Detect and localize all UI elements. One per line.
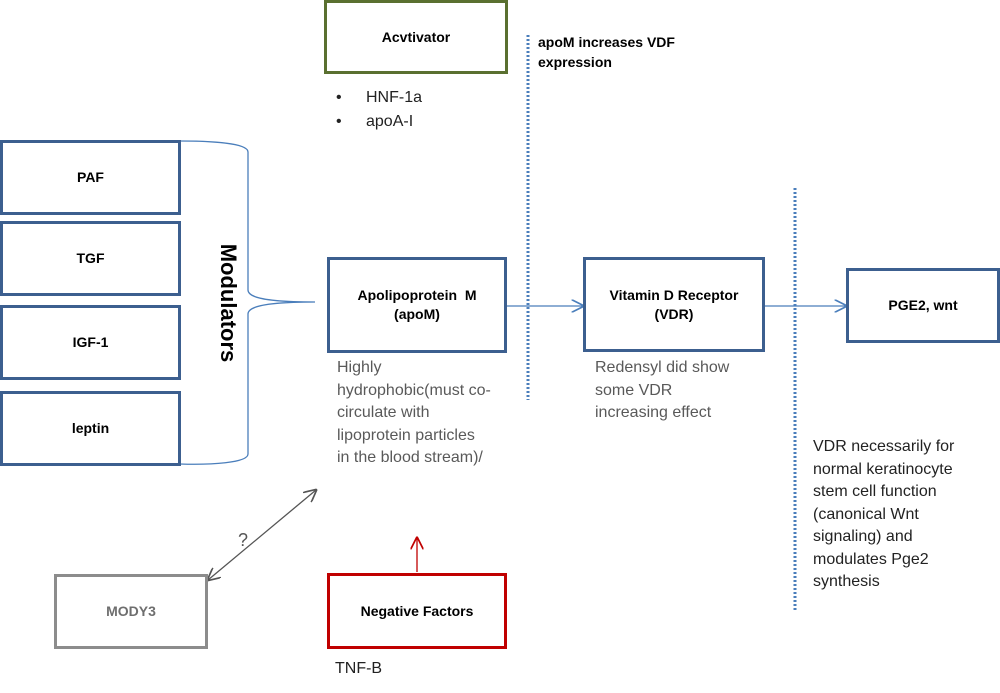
- activator-item: •apoA-I: [336, 113, 414, 130]
- arrow-mody3-apom: [208, 490, 316, 580]
- pge2-label: PGE2, wnt: [888, 297, 958, 314]
- pge2-box: PGE2, wnt: [846, 268, 1000, 343]
- activator-box: Acvtivator: [324, 0, 508, 74]
- negative-factor-item: TNF-B: [335, 660, 383, 677]
- activator-label: Acvtivator: [381, 28, 451, 45]
- negative-factors-label: Negative Factors: [360, 602, 474, 619]
- modulator-box-igf1: IGF-1: [0, 305, 181, 380]
- modulator-box-tgf: TGF: [0, 221, 181, 296]
- modulators-brace: [179, 140, 316, 465]
- apom-abbrev: (apoM): [394, 306, 440, 322]
- modulators-label: Modulators: [216, 243, 241, 363]
- modulator-box-leptin: leptin: [0, 391, 181, 466]
- vdr-abbrev: (VDR): [654, 305, 694, 322]
- vdr-function-note: VDR necessarily for normal keratinocyte …: [813, 438, 955, 590]
- apom-label: Apolipoprotein M: [357, 287, 477, 304]
- modulator-box-paf: PAF: [0, 140, 181, 215]
- divider-note: apoM increases VDF expression: [538, 34, 675, 70]
- negative-factors-box: Negative Factors: [327, 573, 507, 649]
- activator-list: •HNF-1a •apoA-I: [336, 86, 422, 134]
- activator-item: •HNF-1a: [336, 89, 423, 106]
- mody3-box: MODY3: [54, 574, 208, 649]
- vdr-label: Vitamin D Receptor: [609, 286, 739, 303]
- apom-box: Apolipoprotein M (apoM): [327, 257, 507, 353]
- mody3-label: MODY3: [106, 603, 156, 620]
- vdr-note: Redensyl did show some VDR increasing ef…: [595, 359, 730, 421]
- unknown-relation-mark: ?: [238, 530, 249, 550]
- apom-note: Highly hydrophobic(must co- circulate wi…: [337, 359, 491, 466]
- vdr-box: Vitamin D Receptor (VDR): [583, 257, 765, 352]
